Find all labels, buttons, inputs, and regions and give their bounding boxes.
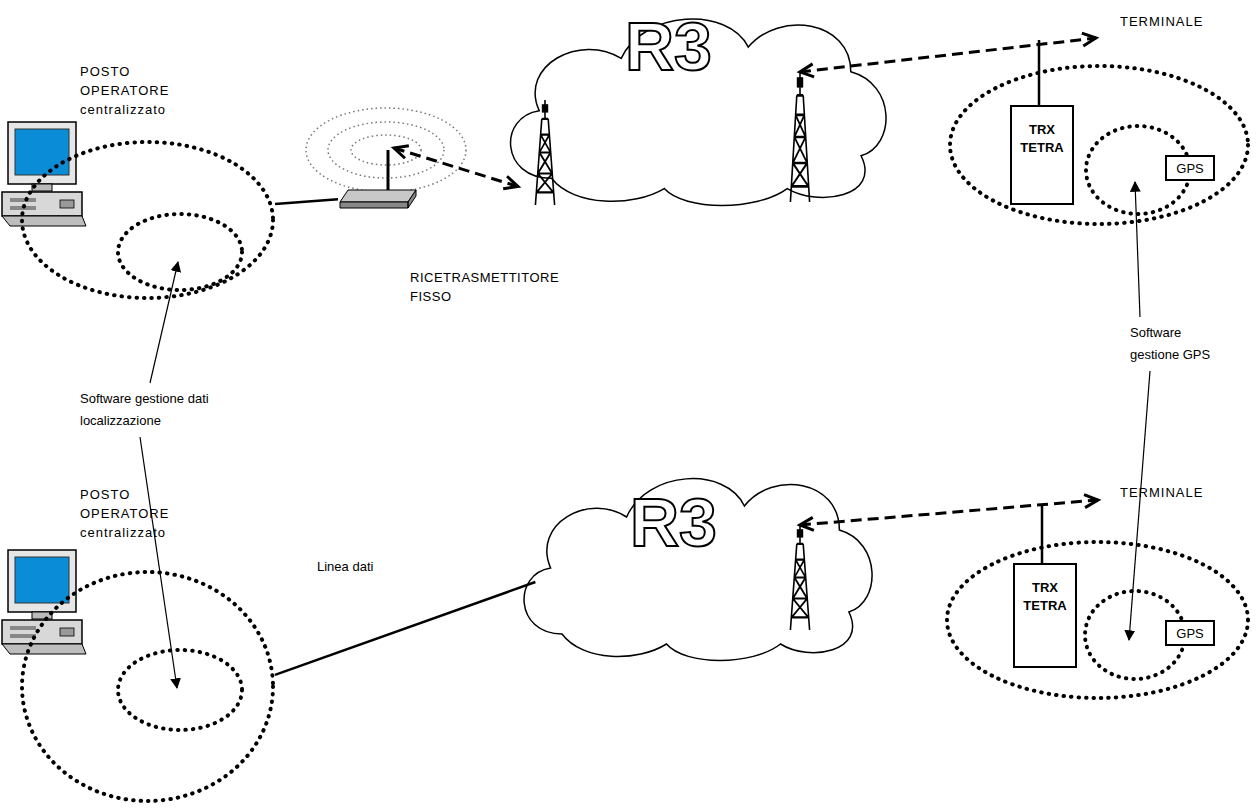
software-ellipse — [118, 214, 242, 290]
network-name: R3 — [625, 8, 712, 84]
dotted-ellipse-outline — [947, 542, 1248, 698]
computer-icon — [2, 550, 86, 654]
fixed-transceiver: RICETRASMETTITORE FISSO — [338, 180, 418, 212]
arrow-head — [800, 64, 814, 77]
radio-wave — [351, 135, 421, 165]
network-cloud: R3 — [490, 2, 900, 207]
leader-line — [1135, 182, 1140, 317]
antenna — [1041, 505, 1044, 563]
radio-link — [394, 146, 518, 189]
arrow-head — [394, 146, 409, 158]
callout-label: Software gestione GPS — [1130, 322, 1225, 366]
box-label: GPS — [1176, 160, 1203, 178]
connector-line — [800, 500, 1098, 525]
group-heading: TERMINALE — [1120, 12, 1203, 31]
box-label: TRX TETRA — [1015, 579, 1075, 615]
network-name: R3 — [630, 484, 717, 560]
transceiver-body — [340, 190, 416, 202]
operator-station: POSTO OPERATORE centralizzato — [20, 485, 275, 805]
device-label: RICETRASMETTITORE FISSO — [410, 268, 559, 306]
dotted-ellipse-outline — [22, 572, 273, 801]
transceiver-box: TRX TETRA — [1013, 563, 1077, 668]
radio-wave — [328, 122, 444, 178]
transceiver-body — [340, 190, 416, 208]
arrow-head — [800, 517, 814, 530]
leader-line — [1129, 371, 1150, 640]
radio-waves — [306, 108, 466, 192]
leader-lines — [140, 182, 1150, 688]
arrow-head — [503, 176, 518, 188]
tower-icon — [790, 72, 809, 202]
gps-box: GPS — [1165, 155, 1215, 181]
transceiver-icon — [338, 180, 418, 212]
edge-label: Linea dati — [314, 557, 376, 576]
connector-line — [394, 148, 518, 187]
group-heading: TERMINALE — [1120, 483, 1203, 502]
group-heading: POSTO OPERATORE centralizzato — [80, 485, 169, 542]
terminal-group: TERMINALE TRX TETRA GPS — [945, 483, 1250, 703]
arrow-head — [1082, 33, 1096, 46]
group-heading: POSTO OPERATORE centralizzato — [80, 62, 169, 119]
callout-label: Software gestione dati localizzazione — [80, 388, 215, 432]
dotted-ellipse — [20, 570, 275, 803]
dotted-ellipse — [20, 140, 275, 300]
tower-icon — [535, 100, 554, 205]
gps-box: GPS — [1165, 620, 1215, 646]
wired-link — [275, 582, 535, 675]
box-label: TRX TETRA — [1012, 121, 1072, 157]
leader-line — [150, 262, 178, 383]
radio-wave — [306, 108, 466, 192]
transceiver-box: TRX TETRA — [1010, 105, 1074, 205]
connector-line — [800, 38, 1096, 72]
tower-icon — [790, 525, 809, 630]
operator-station: POSTO OPERATORE centralizzato — [20, 62, 275, 302]
terminal-group: TERMINALE TRX TETRA GPS — [948, 12, 1253, 227]
connector-line — [275, 199, 338, 204]
leader-line — [140, 437, 177, 688]
arrow-head — [1084, 495, 1098, 508]
connector-line — [275, 582, 535, 675]
dotted-ellipse-outline — [22, 142, 273, 298]
cloud-outline — [524, 479, 872, 661]
dotted-ellipse — [948, 64, 1250, 226]
network-cloud: R3 — [505, 462, 885, 662]
box-label: GPS — [1176, 625, 1203, 643]
radio-link — [800, 495, 1098, 531]
software-ellipses — [118, 126, 1190, 730]
transceiver-antenna — [387, 150, 390, 192]
dotted-ellipse-outline — [950, 66, 1248, 224]
software-ellipse — [118, 650, 242, 730]
wired-link — [275, 199, 338, 204]
